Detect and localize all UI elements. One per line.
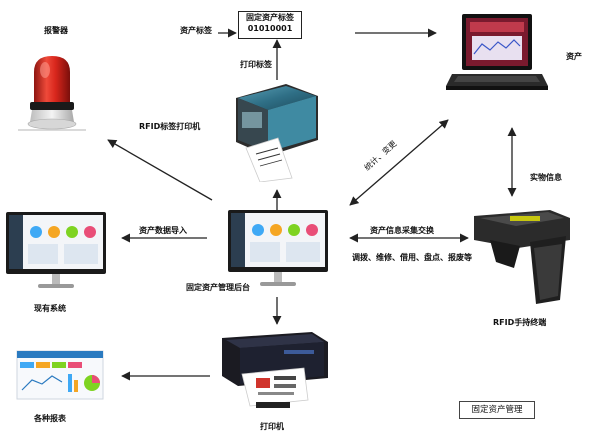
rfid-printer-label: RFID标签打印机 <box>139 122 201 131</box>
asset-label: 资产 <box>566 52 582 61</box>
existing-system-node <box>4 210 108 296</box>
rfid-handheld-node <box>470 196 576 308</box>
reports-node <box>16 350 104 400</box>
rfid-handheld-icon <box>474 210 570 304</box>
diagram-title: 固定资产管理 <box>459 401 535 419</box>
arrow-backend-to-alarm <box>107 139 213 201</box>
rfid-handheld-label: RFID手持终端 <box>493 318 547 327</box>
laptop-icon <box>446 14 548 90</box>
label-printer-icon <box>236 84 318 183</box>
printer-node <box>212 328 332 414</box>
reports-label: 各种报表 <box>34 414 66 423</box>
arrow-backend-asset <box>349 119 449 206</box>
collect-exchange-label: 资产信息采集交换 <box>370 226 434 235</box>
backend-label: 固定资产管理后台 <box>186 283 250 292</box>
operations-label: 调拨、维修、借用、盘点、报废等 <box>352 253 472 262</box>
asset-tag-code: 01010001 <box>247 24 293 33</box>
alarm-beacon-icon <box>18 56 86 131</box>
asset-tag-title: 固定资产标签 <box>246 13 294 22</box>
physical-info-label: 实物信息 <box>530 173 562 182</box>
backend-monitor-node <box>226 208 330 294</box>
existing-system-label: 现有系统 <box>34 304 66 313</box>
monitor-icon <box>6 212 106 288</box>
print-tag-label: 打印标签 <box>240 60 272 69</box>
asset-tag-arrow-label: 资产标签 <box>180 26 212 35</box>
alarm-node <box>12 50 92 136</box>
asset-laptop-node <box>446 12 550 98</box>
data-import-label: 资产数据导入 <box>139 226 187 235</box>
alarm-label: 报警器 <box>44 26 68 35</box>
asset-tag-box: 固定资产标签 01010001 <box>238 11 302 39</box>
rfid-printer-node <box>226 78 322 183</box>
report-screen-icon <box>16 350 104 400</box>
monitor-icon <box>228 210 328 286</box>
printer-label: 打印机 <box>260 422 284 431</box>
inkjet-printer-icon <box>222 332 328 408</box>
